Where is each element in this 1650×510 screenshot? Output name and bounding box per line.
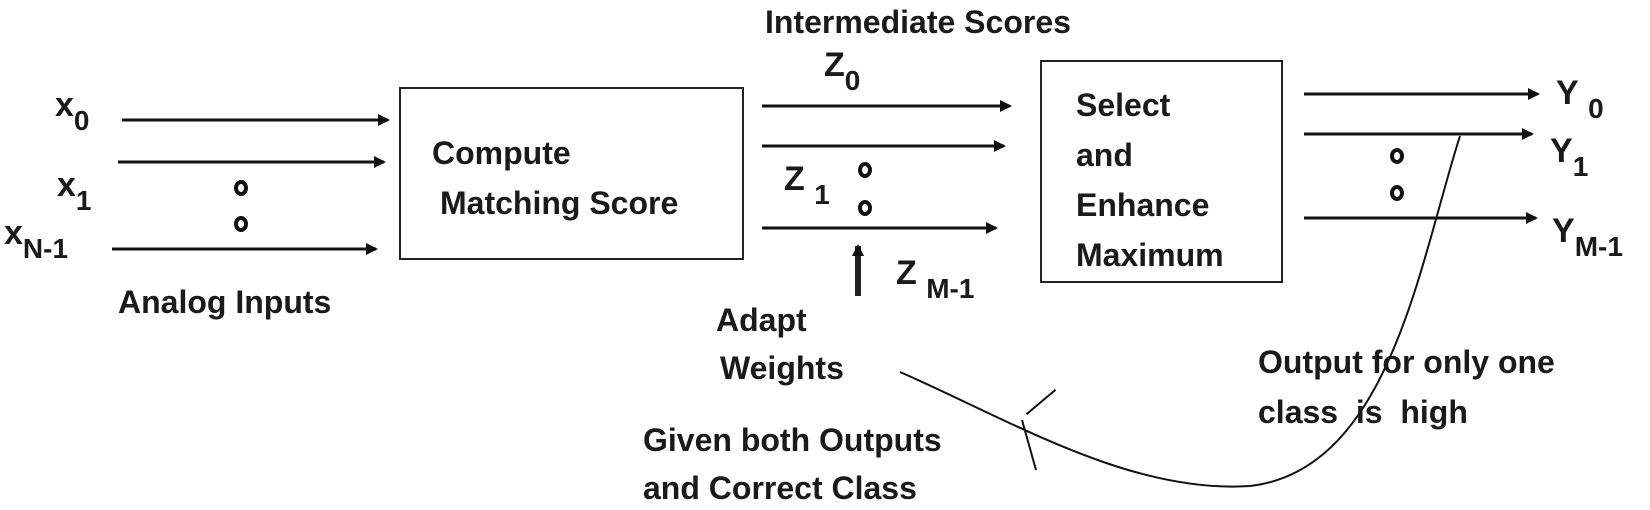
block2-line3: Enhance — [1076, 187, 1210, 223]
score-label-m: Z M-1 — [896, 254, 975, 304]
block2-line4: Maximum — [1076, 237, 1224, 273]
score-label-1: Z 1 — [784, 160, 830, 210]
feedback-line1: Given both Outputs — [643, 422, 942, 458]
output-label-0: Y 0 — [1556, 74, 1604, 124]
block2-line2: and — [1076, 137, 1133, 173]
intermediate-caption: Intermediate Scores — [765, 4, 1071, 40]
output-ellipsis-dot-2 — [1390, 185, 1404, 201]
output-note-line2: class is high — [1258, 394, 1468, 430]
feedback-line2: and Correct Class — [643, 470, 917, 506]
compute-matching-score-box — [399, 87, 744, 260]
score-ellipsis-dot-1 — [858, 162, 872, 178]
block1-line2: Matching Score — [440, 185, 679, 221]
input-label-0: x0 — [55, 86, 90, 136]
input-ellipsis-dot-2 — [234, 216, 248, 232]
output-label-1: Y1 — [1550, 132, 1589, 182]
feedback-curve — [899, 135, 1461, 488]
curve-tick-b — [1021, 419, 1037, 471]
output-note-line1: Output for only one — [1258, 344, 1555, 380]
input-label-1: x1 — [57, 166, 92, 216]
block2-line1: Select — [1076, 87, 1171, 123]
adapt-line2: Weights — [720, 350, 844, 386]
output-ellipsis-dot-1 — [1390, 148, 1404, 164]
curve-tick-a — [1025, 389, 1057, 415]
score-label-0: Z0 — [824, 46, 861, 96]
output-label-m: YM-1 — [1552, 212, 1623, 262]
score-ellipsis-dot-2 — [858, 200, 872, 216]
input-ellipsis-dot-1 — [234, 180, 248, 196]
input-label-n: xN-1 — [4, 214, 69, 264]
adapt-line1: Adapt — [716, 302, 807, 338]
select-enhance-maximum-box — [1040, 60, 1283, 283]
block1-line1: Compute — [432, 135, 571, 171]
input-caption: Analog Inputs — [118, 284, 332, 320]
